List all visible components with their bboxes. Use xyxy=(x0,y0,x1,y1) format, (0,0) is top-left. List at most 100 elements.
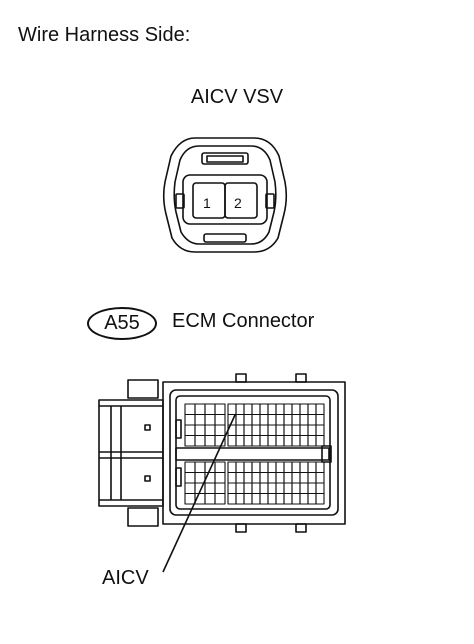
ecm-connector-label: ECM Connector xyxy=(172,310,315,332)
ecm-terminal-cell xyxy=(283,471,293,484)
ecm-terminal-cell xyxy=(291,413,301,426)
ecm-terminal-cell xyxy=(259,471,269,484)
ecm-terminal-cell xyxy=(291,403,301,416)
ecm-terminal-cell xyxy=(299,471,309,484)
ecm-terminal-cell xyxy=(194,424,206,437)
ecm-terminal-cell xyxy=(315,492,325,505)
ecm-terminal-cell xyxy=(307,471,317,484)
ecm-terminal-cell xyxy=(267,482,277,495)
ecm-terminal-cell xyxy=(315,434,325,447)
ecm-terminal-cell xyxy=(275,471,285,484)
ecm-terminal-cell xyxy=(251,492,261,505)
ecm-terminal-cell xyxy=(243,482,253,495)
ecm-terminal-cell xyxy=(259,413,269,426)
ecm-terminal-cell xyxy=(299,424,309,437)
ecm-terminal-cell xyxy=(275,413,285,426)
diagram-heading: Wire Harness Side: xyxy=(18,24,191,46)
ecm-terminal-cell xyxy=(275,424,285,437)
ecm-terminal-cell xyxy=(275,492,285,505)
ecm-terminal-cell xyxy=(235,434,245,447)
ecm-terminal-cell xyxy=(275,482,285,495)
ecm-terminal-cell xyxy=(214,482,226,495)
ecm-terminal-cell xyxy=(307,492,317,505)
ecm-terminal-cell xyxy=(315,471,325,484)
ecm-terminal-cell xyxy=(307,403,317,416)
ecm-terminal-cell xyxy=(299,492,309,505)
ecm-terminal-cell xyxy=(204,492,216,505)
ecm-terminal-cell xyxy=(299,413,309,426)
ecm-terminal-cell xyxy=(235,482,245,495)
ecm-terminal-cell xyxy=(194,403,206,416)
ecm-terminal-cell xyxy=(275,403,285,416)
ecm-terminal-cell xyxy=(214,403,226,416)
ecm-terminal-cell xyxy=(243,471,253,484)
ecm-terminal-cell xyxy=(227,434,237,447)
vsv-pin-2: 2 xyxy=(234,195,242,211)
ecm-terminal-grid xyxy=(184,403,325,505)
ecm-terminal-cell xyxy=(315,424,325,437)
ecm-terminal-cell xyxy=(283,403,293,416)
ecm-terminal-cell xyxy=(204,482,216,495)
ecm-terminal-cell xyxy=(184,434,196,447)
ecm-terminal-cell xyxy=(184,403,196,416)
ecm-terminal-cell xyxy=(307,434,317,447)
ecm-terminal-cell xyxy=(204,434,216,447)
ecm-terminal-cell xyxy=(184,492,196,505)
ecm-terminal-cell xyxy=(227,492,237,505)
ecm-terminal-cell xyxy=(299,403,309,416)
ecm-connector-code-badge: A55 xyxy=(87,307,157,340)
ecm-terminal-cell xyxy=(299,434,309,447)
ecm-terminal-cell xyxy=(267,461,277,474)
ecm-terminal-cell xyxy=(307,424,317,437)
vsv-pin-1: 1 xyxy=(203,195,211,211)
ecm-terminal-cell xyxy=(214,471,226,484)
ecm-terminal-cell xyxy=(283,434,293,447)
ecm-terminal-cell xyxy=(184,424,196,437)
ecm-terminal-cell xyxy=(267,471,277,484)
ecm-terminal-cell xyxy=(275,434,285,447)
ecm-terminal-cell xyxy=(307,482,317,495)
ecm-terminal-cell xyxy=(194,413,206,426)
ecm-terminal-cell xyxy=(194,461,206,474)
ecm-terminal-cell xyxy=(214,413,226,426)
ecm-terminal-cell xyxy=(291,482,301,495)
ecm-terminal-cell xyxy=(235,461,245,474)
aicv-terminal-callout: AICV xyxy=(102,567,149,589)
ecm-terminal-cell xyxy=(275,461,285,474)
ecm-terminal-cell xyxy=(307,461,317,474)
ecm-terminal-cell xyxy=(259,482,269,495)
ecm-terminal-cell xyxy=(243,492,253,505)
ecm-terminal-cell xyxy=(251,434,261,447)
ecm-terminal-cell xyxy=(259,403,269,416)
ecm-terminal-cell xyxy=(283,461,293,474)
vsv-connector-label: AICV VSV xyxy=(190,86,284,108)
ecm-terminal-cell xyxy=(214,461,226,474)
ecm-terminal-cell xyxy=(235,471,245,484)
ecm-terminal-cell xyxy=(283,482,293,495)
ecm-terminal-cell xyxy=(291,424,301,437)
ecm-terminal-cell xyxy=(283,424,293,437)
ecm-terminal-cell xyxy=(307,413,317,426)
ecm-terminal-cell xyxy=(227,482,237,495)
ecm-terminal-cell xyxy=(267,434,277,447)
ecm-connector xyxy=(98,373,346,533)
ecm-terminal-cell xyxy=(251,413,261,426)
ecm-terminal-cell xyxy=(235,413,245,426)
ecm-terminal-cell xyxy=(194,471,206,484)
ecm-terminal-cell xyxy=(291,471,301,484)
ecm-terminal-cell xyxy=(243,403,253,416)
ecm-terminal-cell xyxy=(267,424,277,437)
ecm-terminal-cell xyxy=(204,424,216,437)
ecm-terminal-cell xyxy=(315,403,325,416)
ecm-terminal-cell xyxy=(251,424,261,437)
ecm-terminal-cell xyxy=(227,461,237,474)
ecm-terminal-cell xyxy=(267,492,277,505)
ecm-terminal-cell xyxy=(283,492,293,505)
ecm-terminal-cell xyxy=(235,424,245,437)
ecm-terminal-cell xyxy=(184,413,196,426)
ecm-terminal-cell xyxy=(227,471,237,484)
ecm-terminal-cell xyxy=(194,434,206,447)
ecm-terminal-cell xyxy=(251,403,261,416)
ecm-terminal-cell xyxy=(251,471,261,484)
